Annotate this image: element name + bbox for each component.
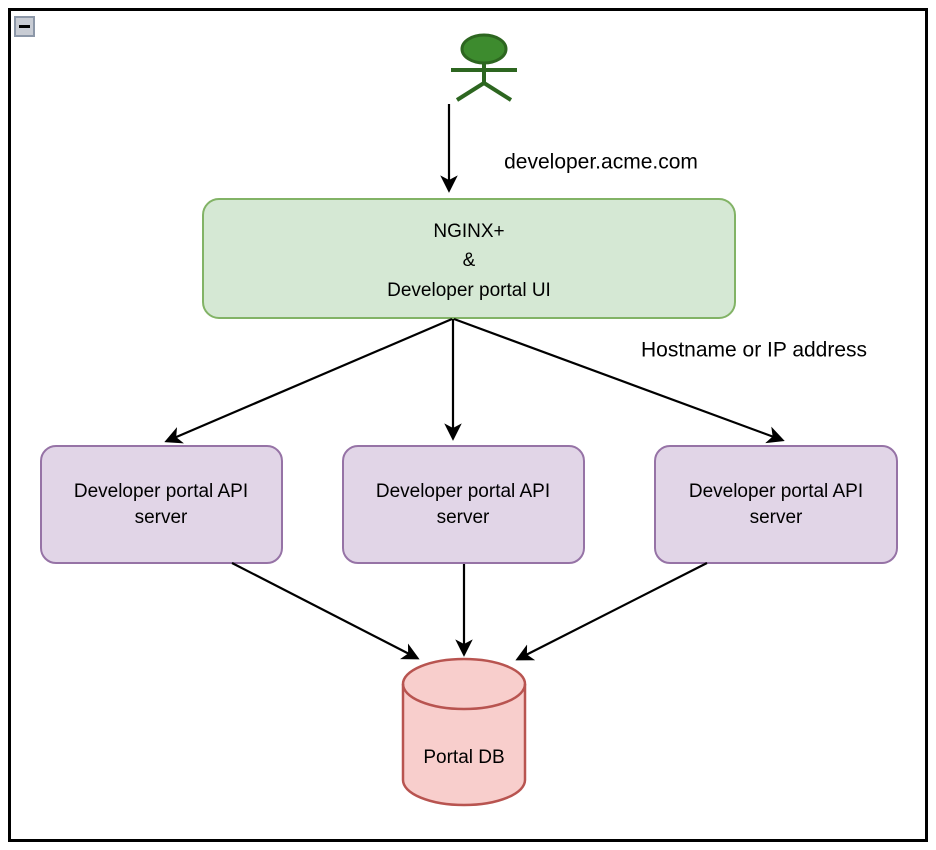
collapse-icon[interactable]: [14, 16, 35, 37]
api-server-3-label-line-2: server: [750, 507, 803, 528]
portal-db-node[interactable]: Portal DB: [401, 657, 527, 807]
actor-head-icon: [460, 33, 508, 65]
portal-db-cylinder-top-rim: [401, 683, 527, 711]
nginx-node-label-line-1: NGINX+: [433, 221, 504, 242]
nginx-node-shape: [202, 198, 736, 319]
developer-portal-api-server-node-3[interactable]: Developer portal API server: [654, 445, 898, 564]
actor-leg-right: [482, 81, 513, 102]
api-server-2-shape: [342, 445, 585, 564]
api-server-2-label-line-2: server: [437, 507, 490, 528]
api-server-3-shape: [654, 445, 898, 564]
edge-api-server-1-to-portal-db: [231, 562, 420, 660]
api-server-1-shape: [40, 445, 283, 564]
developer-portal-api-server-node-2[interactable]: Developer portal API server: [342, 445, 585, 564]
api-server-1-label-line-1: Developer portal API: [74, 481, 248, 502]
developer-portal-api-server-node-1[interactable]: Developer portal API server: [40, 445, 283, 564]
api-server-3-label-line-1: Developer portal API: [689, 481, 863, 502]
edge-label-developer-acme-com: developer.acme.com: [504, 151, 698, 174]
api-server-2-label-line-1: Developer portal API: [376, 481, 550, 502]
edge-nginx-to-api-server-3: [453, 317, 785, 444]
edge-nginx-to-api-server-1: [164, 317, 453, 444]
user-actor[interactable]: [451, 33, 517, 102]
api-server-1-label-line-2: server: [135, 507, 188, 528]
edge-label-hostname-or-ip-address: Hostname or IP address: [641, 339, 867, 362]
portal-db-label: Portal DB: [423, 747, 504, 768]
nginx-node-label-line-2: &: [463, 250, 476, 271]
nginx-developer-portal-ui-node[interactable]: NGINX+ & Developer portal UI: [202, 198, 736, 319]
minus-glyph: [19, 25, 30, 28]
portal-db-cylinder-body: [401, 657, 527, 807]
edge-api-server-3-to-portal-db: [515, 562, 708, 661]
actor-leg-left: [455, 81, 486, 102]
nginx-node-label-line-3: Developer portal UI: [387, 280, 551, 301]
